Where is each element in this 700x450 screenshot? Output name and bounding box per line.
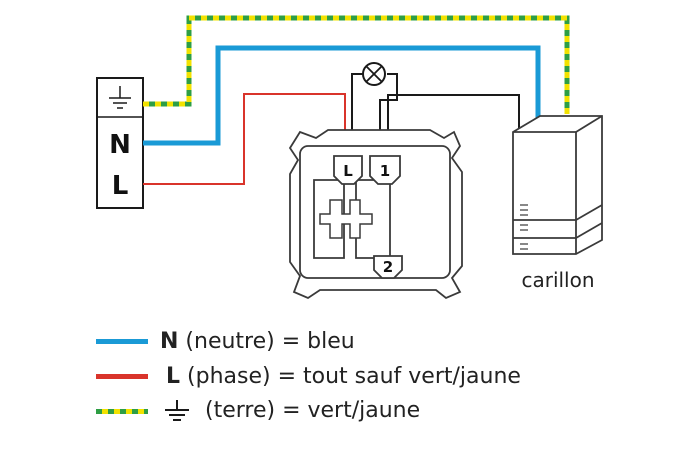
legend-phase-text: L (phase) = tout sauf vert/jaune	[160, 364, 521, 389]
push-button-switch	[288, 129, 463, 300]
legend-earth-description: (terre) = vert/jaune	[205, 398, 421, 423]
earth-ground-icon	[165, 400, 189, 421]
supply-phase-label: L	[112, 171, 129, 201]
earth-wire	[143, 15, 570, 114]
legend-phase-description: (phase) = tout sauf vert/jaune	[187, 363, 521, 389]
legend-earth-text: (terre) = vert/jaune	[160, 398, 420, 424]
legend-neutral-text: N (neutre) = bleu	[160, 329, 355, 354]
chime-label: carillon	[521, 268, 594, 292]
chime-vent-lines	[520, 204, 528, 250]
legend-phase-swatch	[96, 373, 148, 379]
switch-terminal-l: L	[343, 162, 353, 180]
switch-terminal-2: 2	[383, 258, 393, 276]
legend-phase: L (phase) = tout sauf vert/jaune	[96, 361, 521, 391]
legend-neutral-description: (neutre) = bleu	[185, 328, 355, 354]
supply-earth-icon	[109, 86, 131, 109]
legend-neutral: N (neutre) = bleu	[96, 326, 355, 356]
chime-device	[512, 115, 603, 255]
legend-phase-letter: L	[166, 363, 181, 389]
phase-wire	[143, 93, 346, 185]
legend-neutral-swatch	[96, 338, 148, 344]
switch-terminal-1: 1	[380, 162, 390, 180]
legend-earth: (terre) = vert/jaune	[96, 396, 420, 426]
legend-neutral-letter: N	[160, 328, 179, 354]
legend-earth-swatch	[96, 408, 148, 414]
indicator-lamp-icon	[362, 62, 386, 86]
supply-terminal-block: N L	[96, 77, 144, 209]
neutral-wire	[143, 45, 541, 146]
supply-neutral-label: N	[109, 130, 131, 160]
